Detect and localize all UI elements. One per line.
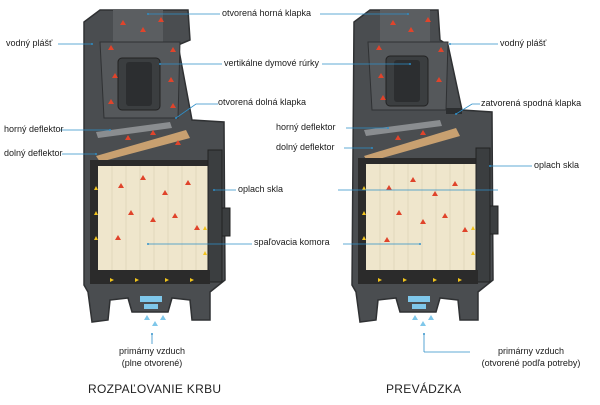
label-lower-deflector-right: dolný deflektor [276,142,335,152]
air-intake-left [140,296,162,309]
door-handle-left [221,207,231,237]
lower-deflector-right [364,128,460,162]
label-primary-air-right-2: (otvorené podľa potreby) [481,358,581,368]
label-primary-air-left-1: primárny vzduch [118,346,186,356]
firebrick-right [366,164,476,270]
upper-deflector-right [364,120,442,136]
air-arrows-right [362,186,475,282]
chimney-right [380,10,430,42]
firebrick-lines-left [111,166,197,270]
label-primary-air-right-1: primárny vzduch [497,346,565,356]
fireplace-right-section [351,9,499,326]
chimney-left [113,10,163,42]
primary-air-arrows-left [144,315,166,326]
caption-left: ROZPAĽOVANIE KRBU [88,382,222,396]
label-glass-rinse-left: oplach skla [238,184,284,194]
door-handle-right [489,205,499,235]
flue-tube-inner-left [126,62,152,106]
lower-deflector-left [96,130,190,162]
air-intake-right [408,296,430,309]
primary-air-arrows-right [412,315,434,326]
label-lower-deflector-left: dolný deflektor [4,148,63,158]
label-combustion-chamber: spaľovacia komora [254,237,330,247]
flue-tube-inner-right [394,60,420,102]
label-upper-deflector-right: horný deflektor [276,122,336,132]
glass-door-left [207,149,223,283]
closed-lower-flap-right [446,108,462,114]
label-upper-flap: otvorená horná klapka [222,8,312,18]
label-water-jacket-right: vodný plášť [500,38,547,48]
label-flue-tubes: vertikálne dymové rúrky [224,58,320,68]
caption-right: PREVÁDZKA [386,382,462,396]
glass-door-right [475,147,491,283]
smoke-arrows-right [376,17,468,242]
label-primary-air-left-2: (plne otvorené) [121,358,183,368]
ash-bed-right [358,270,478,284]
label-water-jacket-left: vodný plášť [6,38,53,48]
leader-lines [58,13,532,353]
firebrick-lines-right [379,164,465,270]
label-upper-deflector-left: horný deflektor [4,124,64,134]
smoke-arrows-left [108,17,200,240]
upper-deflector-left [96,122,172,138]
fireplace-left-section [83,9,231,326]
air-arrows-left [94,186,207,282]
ash-bed-left [90,270,210,284]
label-glass-rinse-right: oplach skla [534,160,580,170]
label-closed-lower-flap: zatvorená spodná klapka [481,98,582,108]
label-lower-flap-open: otvorená dolná klapka [218,97,307,107]
